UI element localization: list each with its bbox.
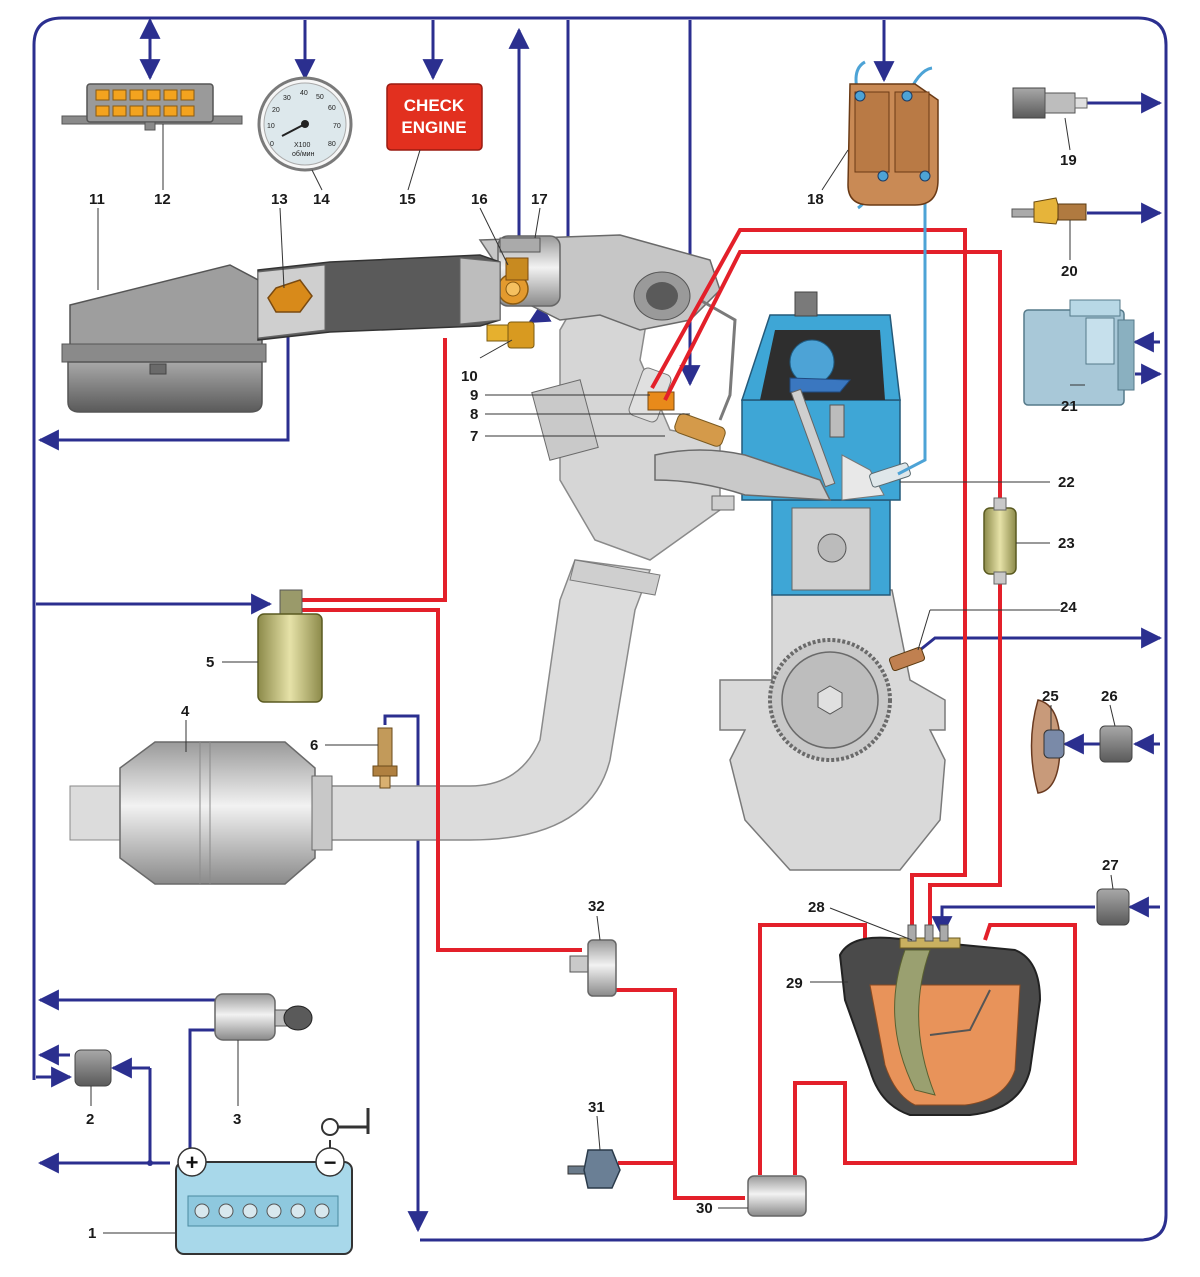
- coolant-temperature-sensor: [1011, 197, 1087, 225]
- callout-24: 24: [1060, 599, 1077, 616]
- callout-29: 29: [786, 975, 803, 992]
- callout-15: 15: [399, 191, 416, 208]
- callout-3: 3: [233, 1111, 241, 1128]
- mass-air-flow-sensor: [267, 279, 313, 313]
- fuel-pump-relay: [1096, 888, 1130, 926]
- svg-text:CHECK: CHECK: [404, 96, 465, 115]
- air-filter: [61, 264, 267, 413]
- callout-21: 21: [1061, 398, 1078, 415]
- throttle-position-sensor: [497, 257, 529, 305]
- callout-16: 16: [471, 191, 488, 208]
- callout-labels: 1 2 3 4 5 6 7 8 9 10 11 12 13 14 15 16 1…: [86, 152, 1119, 1242]
- svg-text:70: 70: [333, 123, 341, 130]
- callout-14: 14: [313, 191, 330, 208]
- callout-31: 31: [588, 1099, 605, 1116]
- svg-text:50: 50: [316, 94, 324, 101]
- callout-10: 10: [461, 368, 478, 385]
- fuel-pump-unit-5: [257, 589, 323, 703]
- callout-19: 19: [1060, 152, 1077, 169]
- idle-air-control: [486, 321, 535, 349]
- callout-17: 17: [531, 191, 548, 208]
- svg-text:−: −: [324, 1150, 337, 1175]
- evap-canister: [747, 1175, 807, 1217]
- callout-6: 6: [310, 737, 318, 754]
- callout-1: 1: [88, 1225, 96, 1242]
- callout-18: 18: [807, 191, 824, 208]
- ecu: [1023, 299, 1135, 406]
- svg-text:10: 10: [267, 123, 275, 130]
- svg-text:20: 20: [272, 107, 280, 114]
- callout-25: 25: [1042, 688, 1059, 705]
- callout-2: 2: [86, 1111, 94, 1128]
- main-relay: [74, 1049, 112, 1087]
- svg-text:ENGINE: ENGINE: [401, 118, 466, 137]
- tachometer: 0 10 20 30 40 50 60 70 80 X100 об/мин: [257, 76, 353, 172]
- diagnostic-connector: [61, 83, 243, 131]
- callout-11: 11: [89, 191, 105, 208]
- catalytic-converter: [119, 741, 333, 885]
- fan-relay: [1099, 725, 1133, 763]
- svg-text:80: 80: [328, 141, 336, 148]
- fuel-filter: [983, 497, 1017, 585]
- two-way-valve: [569, 939, 617, 997]
- svg-text:30: 30: [283, 95, 291, 102]
- purge-valve: [567, 1149, 621, 1189]
- callout-30: 30: [696, 1200, 713, 1217]
- svg-text:X100: X100: [294, 142, 310, 149]
- callout-8: 8: [470, 406, 478, 423]
- callout-4: 4: [181, 703, 190, 720]
- fuel-tank: [838, 936, 1042, 1116]
- leader-lines: [90, 117, 1116, 1234]
- battery: + −: [175, 1108, 370, 1255]
- svg-text:40: 40: [300, 90, 308, 97]
- crankshaft-position-sensor: [888, 646, 926, 672]
- callout-7: 7: [470, 428, 478, 445]
- callout-32: 32: [588, 898, 605, 915]
- callout-13: 13: [271, 191, 288, 208]
- svg-text:60: 60: [328, 105, 336, 112]
- callout-22: 22: [1058, 474, 1075, 491]
- callout-23: 23: [1058, 535, 1075, 552]
- engine: [654, 291, 946, 871]
- svg-text:+: +: [186, 1150, 199, 1175]
- callout-27: 27: [1102, 857, 1119, 874]
- callout-9: 9: [470, 387, 478, 404]
- svg-text:0: 0: [270, 141, 274, 148]
- cooling-fan: [1030, 699, 1065, 794]
- callout-5: 5: [206, 654, 214, 671]
- callout-26: 26: [1101, 688, 1118, 705]
- callout-12: 12: [154, 191, 171, 208]
- svg-text:об/мин: об/мин: [292, 150, 315, 158]
- fuel-pump-module: [907, 924, 949, 942]
- ignition-module: [847, 83, 939, 206]
- sensor-19: [1012, 87, 1088, 119]
- callout-28: 28: [808, 899, 825, 916]
- ignition-switch: [214, 993, 313, 1041]
- oxygen-sensor: [372, 727, 398, 789]
- check-engine-lamp: CHECK ENGINE: [386, 83, 483, 151]
- callout-20: 20: [1061, 263, 1078, 280]
